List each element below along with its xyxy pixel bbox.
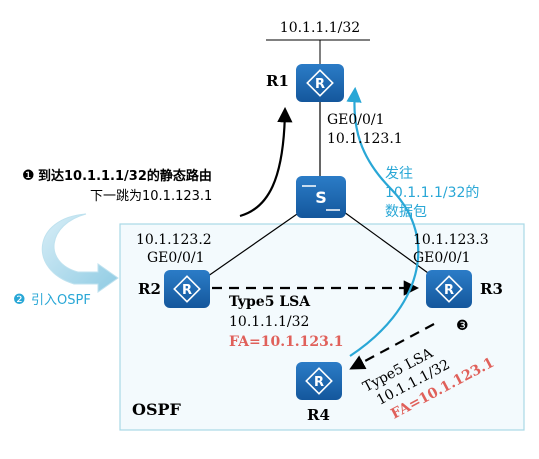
svg-text:R: R bbox=[444, 283, 454, 298]
step2-marker: ❷ bbox=[13, 292, 26, 308]
packet-note-line3: 数据包 bbox=[385, 204, 427, 220]
switch[interactable]: S bbox=[296, 176, 346, 218]
packet-path-arrow bbox=[346, 86, 420, 357]
static-route-arrow bbox=[239, 106, 293, 218]
switch-label: S bbox=[315, 188, 327, 207]
ospf-area-label: OSPF bbox=[132, 400, 182, 419]
svg-text:R: R bbox=[182, 283, 192, 298]
r3-port: GE0/0/1 bbox=[413, 250, 471, 266]
router-r1-icon: R bbox=[306, 69, 334, 97]
router-r3-label: R3 bbox=[480, 280, 503, 298]
router-r1[interactable]: R bbox=[296, 64, 344, 102]
router-r1-label: R1 bbox=[266, 72, 289, 90]
r2-port: GE0/0/1 bbox=[147, 250, 205, 266]
step3-marker: ❸ bbox=[456, 318, 469, 334]
svg-text:R: R bbox=[314, 375, 324, 390]
lsa1-type: Type5 LSA bbox=[229, 294, 311, 310]
step1-nexthop: 下一跳为10.1.123.1 bbox=[90, 189, 212, 204]
router-r4-icon: R bbox=[305, 367, 333, 395]
lsa1-fa: FA=10.1.123.1 bbox=[229, 334, 344, 350]
router-r3[interactable]: R bbox=[426, 270, 472, 308]
router-r2-label: R2 bbox=[138, 280, 161, 298]
router-r3-icon: R bbox=[435, 275, 463, 303]
lsa-arrow-r3-r4 bbox=[349, 323, 435, 370]
import-swirl-arrow bbox=[41, 213, 119, 293]
lsa1-prefix: 10.1.1.1/32 bbox=[229, 314, 309, 330]
packet-note-line2: 10.1.1.1/32的 bbox=[385, 185, 479, 201]
packet-note-line1: 发往 bbox=[385, 166, 413, 182]
step1-title: 到达10.1.1.1/32的静态路由 bbox=[38, 168, 212, 184]
r2-ip: 10.1.123.2 bbox=[136, 232, 212, 248]
step2-text: 引入OSPF bbox=[31, 293, 91, 308]
r3-ip: 10.1.123.3 bbox=[413, 232, 489, 248]
router-r2[interactable]: R bbox=[164, 270, 210, 308]
router-r2-icon: R bbox=[173, 275, 201, 303]
svg-text:R: R bbox=[315, 77, 325, 92]
router-r4-label: R4 bbox=[307, 406, 330, 424]
r1-port: GE0/0/1 bbox=[327, 112, 385, 128]
step1-marker: ❶ bbox=[22, 168, 35, 184]
loopback-prefix: 10.1.1.1/32 bbox=[280, 20, 360, 36]
r1-ip: 10.1.123.1 bbox=[327, 131, 403, 147]
router-r4[interactable]: R bbox=[296, 362, 342, 400]
